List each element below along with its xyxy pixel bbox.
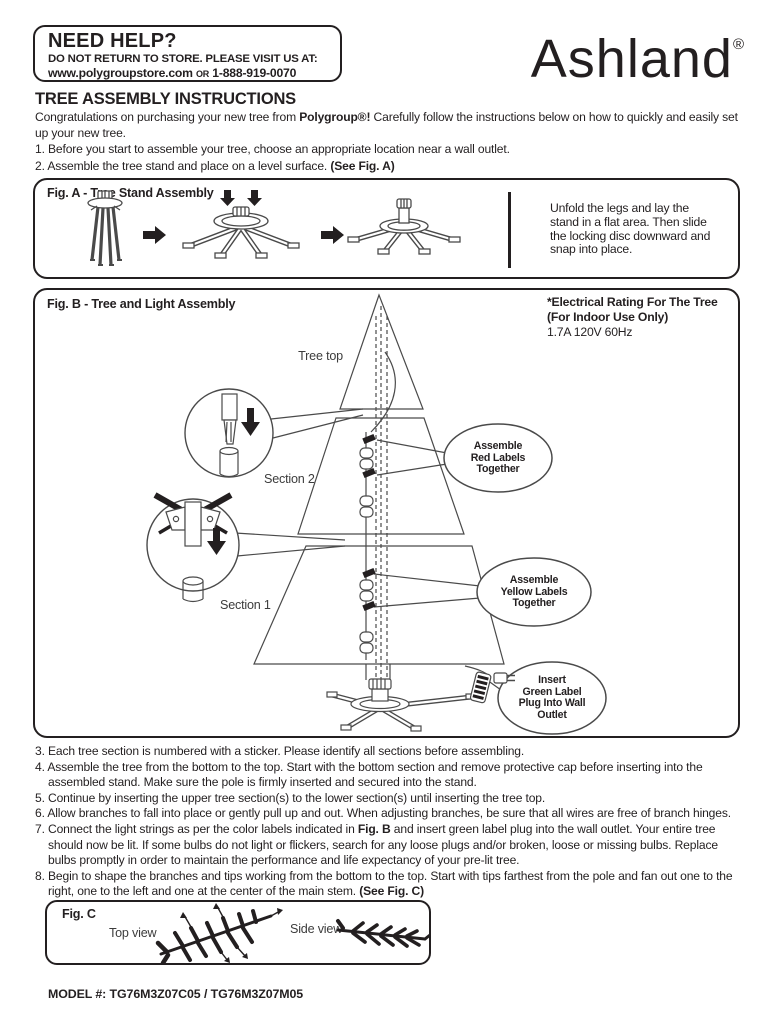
stand-open-illustration	[182, 190, 300, 259]
top-view-label: Top view	[109, 926, 157, 940]
fig-a-box: Fig. A - Tree Stand Assembly Unfold the …	[33, 178, 740, 279]
intro-pre: Congratulations on purchasing your new t…	[35, 110, 300, 124]
tree-stand-bottom	[326, 678, 477, 732]
need-help-title: NEED HELP?	[48, 30, 177, 52]
branch-top-view-illustration	[155, 903, 283, 964]
yellow-labels-callout: Assemble Yellow Labels Together	[500, 574, 568, 609]
tree-top-label: Tree top	[298, 349, 343, 363]
stand-assembled-illustration	[347, 198, 461, 255]
step-2-see-fig-a: (See Fig. A)	[330, 158, 395, 173]
step-1: 1. Before you start to assemble your tre…	[35, 142, 510, 156]
brand-name: Ashland	[530, 29, 733, 89]
fig-a-divider	[508, 192, 511, 268]
green-plug-callout: Insert Green Label Plug Into Wall Outlet	[518, 674, 586, 721]
step-7-fig-b-ref: Fig. B	[357, 821, 391, 836]
fig-a-note: Unfold the legs and lay the stand in a f…	[550, 201, 711, 257]
step-8: 8. Begin to shape the branches and tips …	[35, 869, 747, 900]
section-2-label: Section 2	[264, 472, 315, 486]
side-view-label: Side view	[290, 922, 343, 936]
intro-brand-bold: Polygroup®!	[299, 110, 371, 124]
color-label-marks	[362, 433, 376, 612]
pole-connector-inset	[184, 388, 274, 478]
green-plug-callout-bubble	[497, 661, 607, 735]
fig-b-title: Fig. B - Tree and Light Assembly	[47, 297, 236, 311]
green-label-plug	[464, 665, 515, 704]
step-7-text-post: and insert green label plug into the wal…	[48, 821, 718, 868]
electrical-rating: *Electrical Rating For The Tree (For Ind…	[547, 295, 718, 341]
tree-stand-assembly-illustration	[87, 190, 461, 266]
fig-c-box: Fig. C Top view Side view	[45, 900, 431, 965]
rating-line-1: *Electrical Rating For The Tree	[547, 295, 718, 309]
tree-top-triangle	[339, 293, 424, 410]
rating-line-2: (For Indoor Use Only)	[547, 310, 669, 325]
phone-number: 1-888-919-0070	[212, 66, 297, 80]
stand-folded-illustration	[87, 190, 123, 266]
page-title: TREE ASSEMBLY INSTRUCTIONS	[35, 90, 296, 108]
need-help-contact: www.polygroupstore.com OR 1-888-919-0070	[48, 66, 340, 82]
rating-line-3: 1.7A 120V 60Hz	[547, 325, 633, 340]
tree-and-light-assembly-diagram	[146, 293, 607, 735]
ashland-logo: Ashland®	[487, 18, 745, 86]
branch-hinge-inset	[146, 492, 240, 603]
fig-c-title: Fig. C	[62, 907, 96, 921]
light-string-connectors	[359, 447, 374, 654]
fig-b-box: Fig. B - Tree and Light Assembly *Electr…	[33, 288, 740, 738]
red-labels-callout: Assemble Red Labels Together	[470, 440, 526, 475]
section-2-outline	[297, 417, 465, 535]
step-4: 4. Assemble the tree from the bottom to …	[35, 759, 703, 790]
section-1-outline	[253, 545, 505, 665]
step-8-see-fig-c: (See Fig. C)	[359, 884, 424, 899]
yellow-labels-callout-bubble	[476, 557, 592, 627]
steps-1-2: 1. Before you start to assemble your tre…	[35, 142, 745, 175]
fig-a-title: Fig. A - Tree Stand Assembly	[47, 186, 214, 200]
model-number: MODEL #: TG76M3Z07C05 / TG76M3Z07M05	[48, 987, 304, 1001]
right-arrow-icon	[143, 226, 166, 244]
steps-3-8: 3. Each tree section is numbered with a …	[35, 744, 747, 900]
right-arrow-icon	[321, 226, 344, 244]
step-2: 2. Assemble the tree stand and place on …	[35, 159, 745, 175]
step-5: 5. Continue by inserting the upper tree …	[35, 790, 546, 805]
section-1-label: Section 1	[220, 598, 271, 612]
intro-paragraph: Congratulations on purchasing your new t…	[35, 110, 745, 141]
step-6: 6. Allow branches to fall into place or …	[35, 806, 731, 821]
need-help-box: NEED HELP? DO NOT RETURN TO STORE. PLEAS…	[33, 25, 342, 82]
website-url: www.polygroupstore.com	[48, 66, 193, 80]
intro-post: Carefully follow the instructions below …	[35, 110, 738, 140]
or-word: OR	[195, 69, 210, 79]
branch-side-view-illustration	[336, 919, 431, 948]
step-7-text: 7. Connect the light strings as per the …	[35, 821, 358, 836]
step-8-text: 8. Begin to shape the branches and tips …	[35, 868, 733, 899]
step-7: 7. Connect the light strings as per the …	[35, 822, 747, 869]
step-3: 3. Each tree section is numbered with a …	[35, 744, 525, 758]
step-2-text: 2. Assemble the tree stand and place on …	[35, 158, 331, 173]
registered-mark: ®	[732, 36, 745, 53]
red-labels-callout-bubble	[443, 423, 553, 493]
need-help-line: DO NOT RETURN TO STORE. PLEASE VISIT US …	[48, 53, 318, 65]
